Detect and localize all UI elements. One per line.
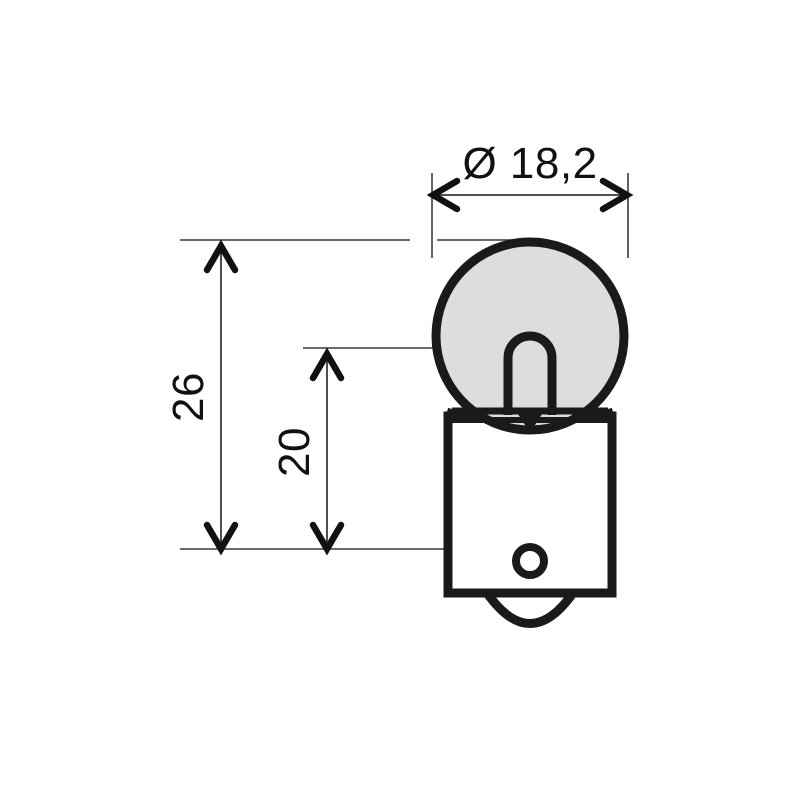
contact-foot: [483, 590, 577, 628]
arrowhead-26-bottom-icon: [203, 521, 239, 556]
filament: [503, 331, 557, 415]
arrowhead-20-top-icon: [309, 347, 345, 382]
filament-loop: [503, 331, 557, 415]
bayonet-pin: [512, 543, 548, 579]
metal-base: [443, 411, 617, 628]
dimension-label-26: 26: [164, 372, 213, 422]
dimension-label-20: 20: [270, 427, 319, 477]
arrowhead-26-top-icon: [203, 239, 239, 274]
collar-shoulder-left: [444, 407, 456, 424]
dimension-label-diameter: Ø 18,2: [462, 139, 597, 188]
collar-shoulder-right: [604, 407, 616, 424]
dimension-overall-height: 26: [164, 239, 239, 556]
arrowhead-20-bottom-icon: [309, 521, 345, 556]
collar-notch-icon: [517, 410, 543, 433]
dimension-diameter: Ø 18,2: [426, 139, 634, 213]
neck-collar: [444, 407, 616, 433]
dimension-filament-height: 20: [270, 347, 345, 556]
arrowhead-diameter-right-icon: [599, 177, 634, 213]
arrowhead-diameter-left-icon: [426, 177, 461, 213]
